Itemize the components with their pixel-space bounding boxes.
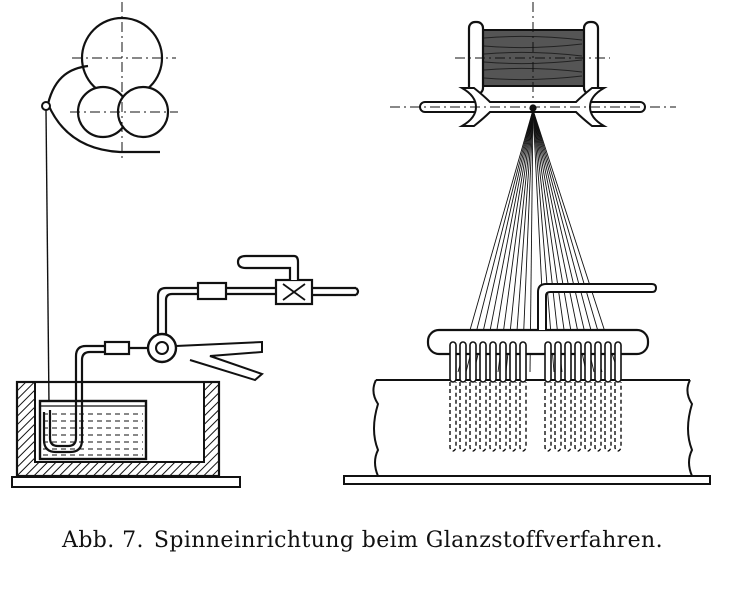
coagulation-bath (15, 380, 221, 478)
base-plate (11, 476, 241, 488)
left-apparatus (11, 2, 360, 488)
right-apparatus (343, 2, 711, 485)
spinneret-tube (42, 340, 150, 454)
figure-label: Abb. 7. (62, 528, 144, 553)
filament-bundle (457, 109, 619, 373)
take-up-rollers (41, 2, 178, 160)
thread (45, 109, 50, 406)
pump (146, 332, 264, 382)
supply-pipe (156, 254, 360, 334)
bobbin (455, 2, 610, 118)
figure-caption: Abb. 7. Spinneinrichtung beim Glanzstoffv… (0, 528, 735, 553)
spinning-trough (343, 379, 711, 485)
spinning-apparatus-drawing (11, 2, 711, 488)
spinnerets (449, 341, 622, 452)
traverse-rod (390, 87, 676, 127)
caption-text: Spinneinrichtung beim Glanzstoffverfahre… (153, 528, 663, 553)
